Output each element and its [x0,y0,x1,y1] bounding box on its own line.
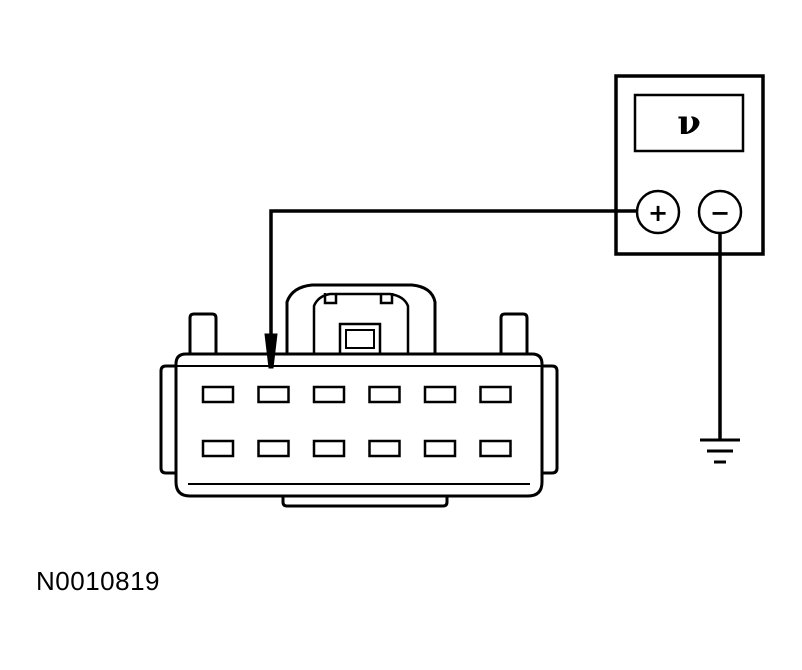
test-probe-tip [264,333,278,369]
right-post [499,312,529,354]
connector-housing [174,352,544,498]
left-ear [159,364,176,475]
connector-pin [423,439,457,458]
connector-pin [201,439,235,458]
connector-pins [201,385,512,458]
connector-pin [257,385,290,404]
connector-pin [479,385,512,404]
bottom-rail [281,496,449,508]
positive-terminal-label: + [648,199,668,227]
connector-pin [368,385,401,404]
ground-icon [700,438,740,464]
positive-test-lead [269,209,637,338]
negative-terminal-label: − [710,199,730,227]
connector-lock-tab [285,283,437,354]
left-post [188,312,218,354]
connector-pin [479,439,512,458]
connector-pin [312,385,346,404]
connector [159,283,559,508]
figure-id: N0010819 [36,566,160,596]
voltmeter: ν + − [614,74,765,256]
connector-pin [423,385,457,404]
voltmeter-display [633,93,745,153]
connector-pin [368,439,401,458]
right-ear [542,364,559,475]
connector-pin [312,439,346,458]
connector-pin [201,385,235,404]
connector-pin [257,439,290,458]
voltmeter-display-symbol: ν [677,103,701,143]
